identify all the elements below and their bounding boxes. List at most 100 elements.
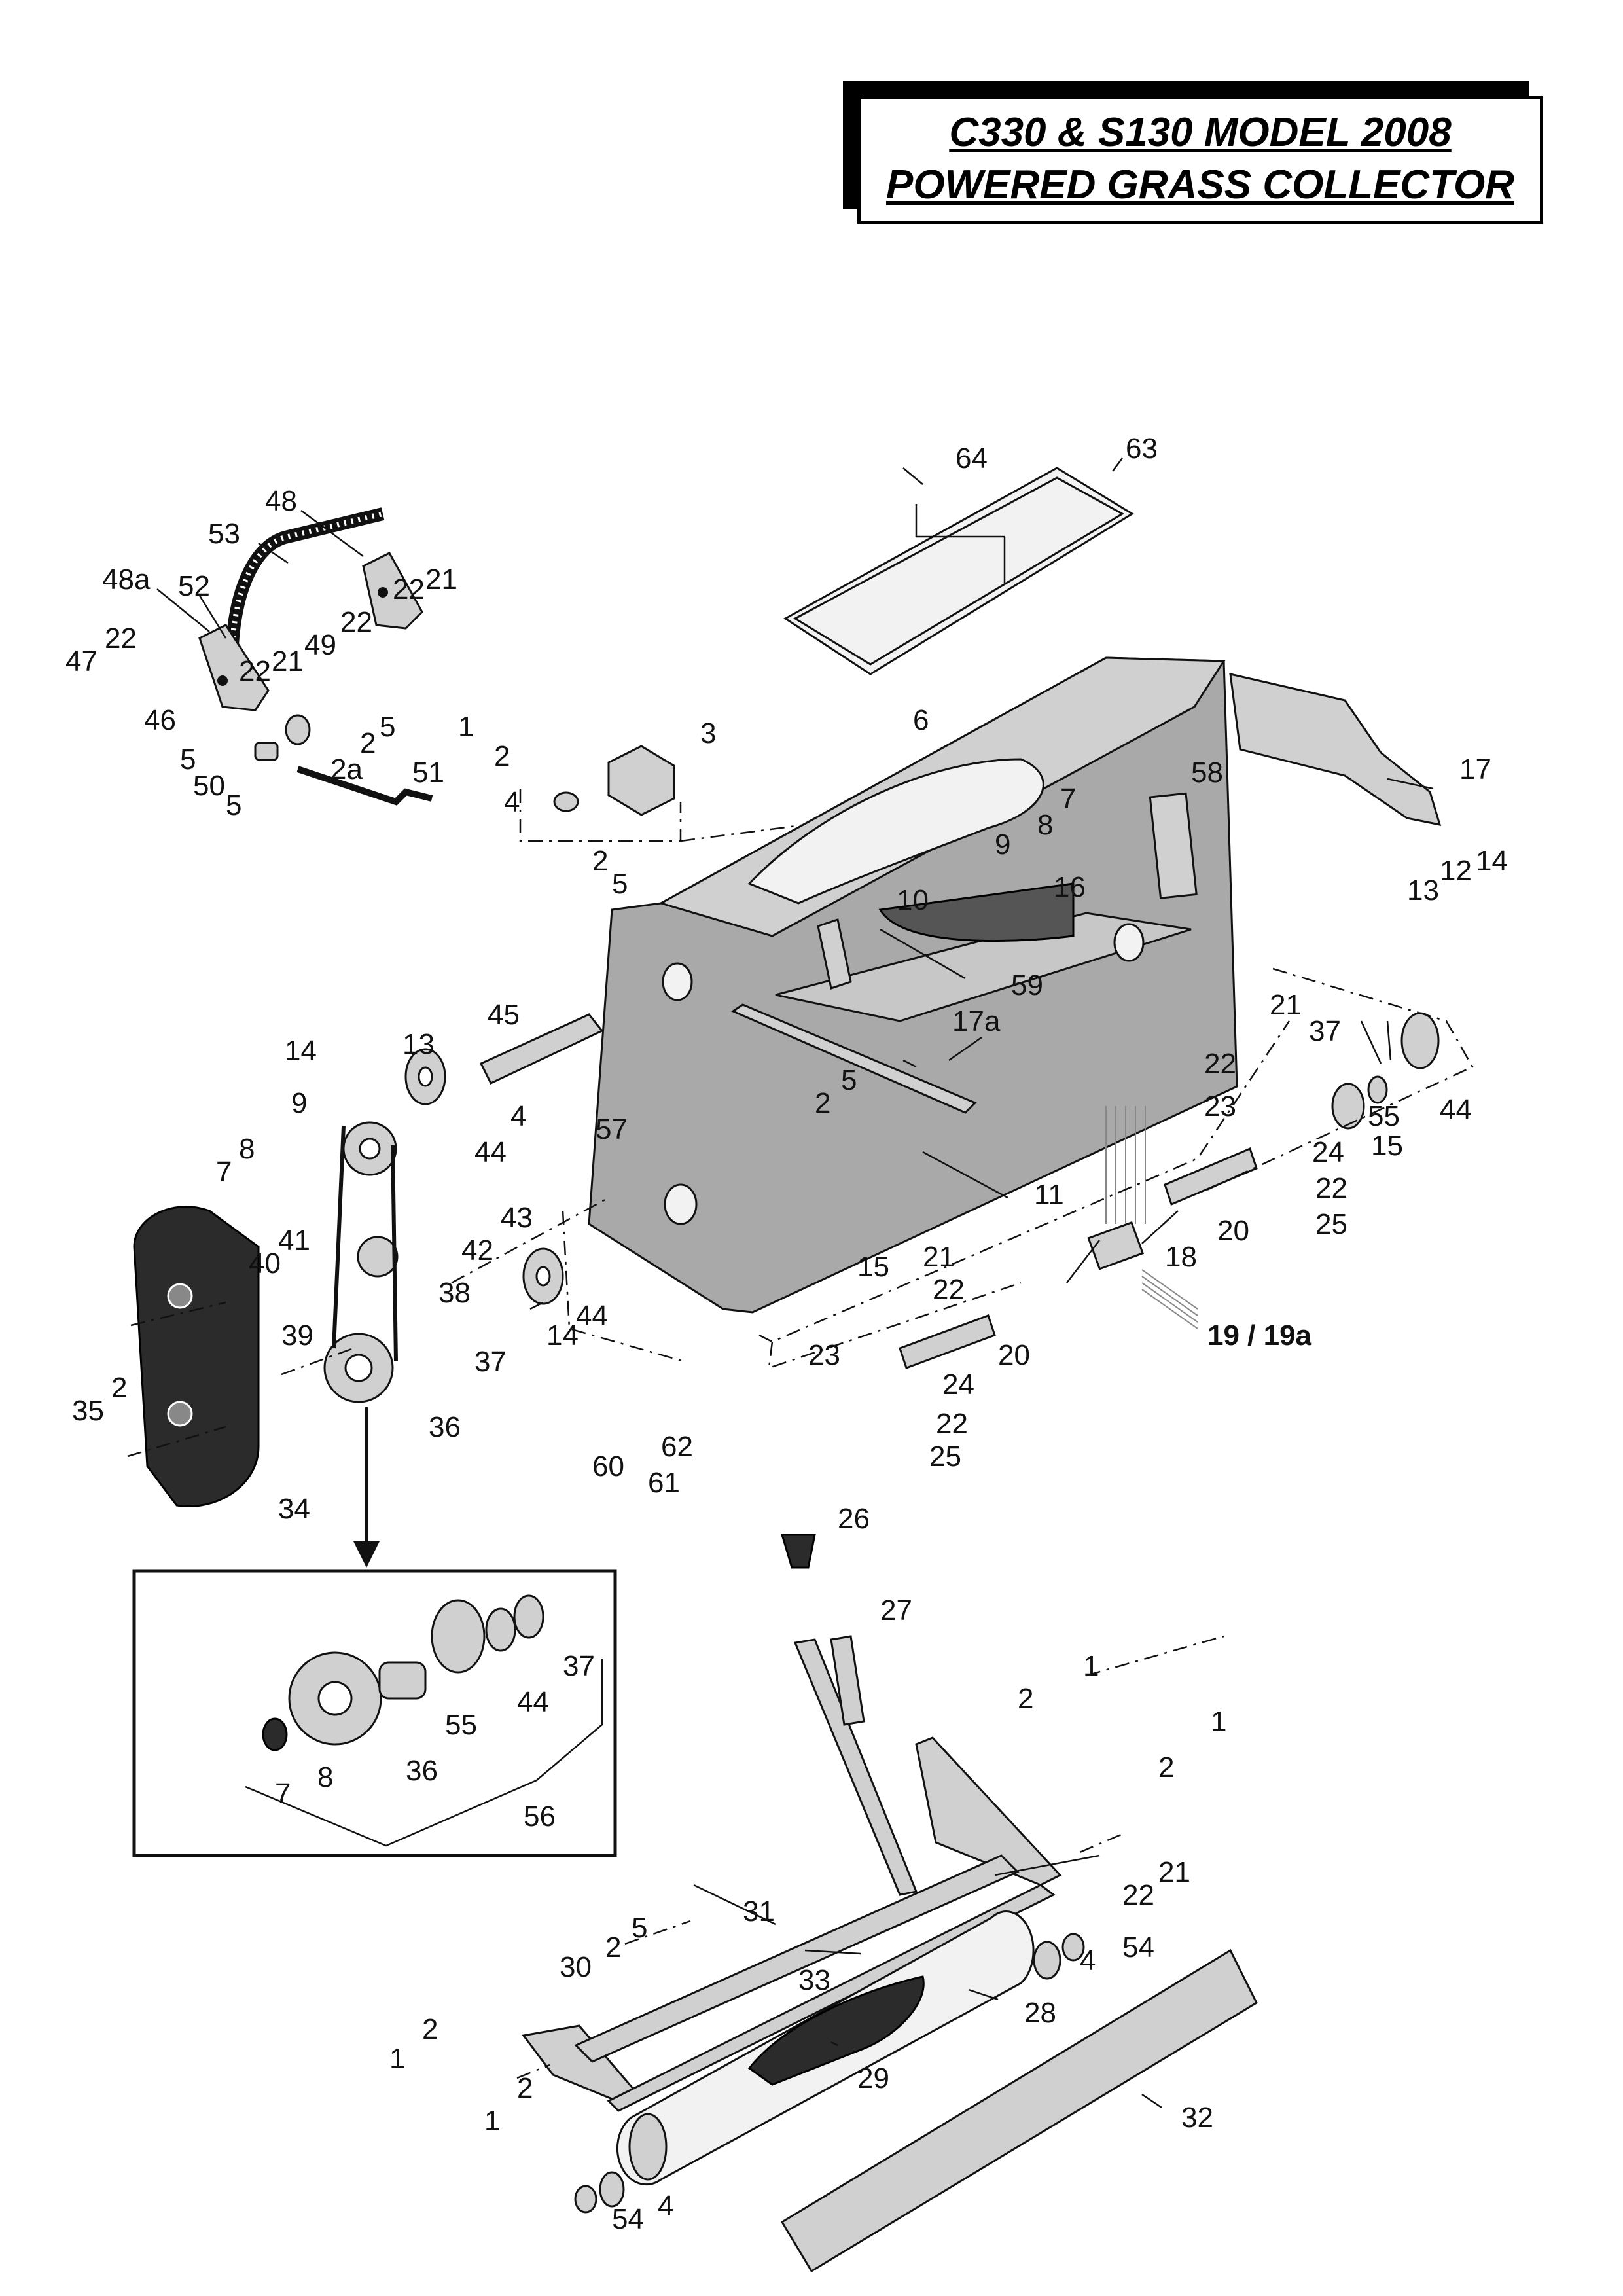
callout-64: 64: [955, 442, 988, 475]
part-end-washers: [574, 1933, 1085, 2214]
callout-23b: 23: [808, 1339, 840, 1371]
callout-31: 31: [743, 1895, 775, 1928]
callout-22c: 22: [239, 655, 271, 687]
callout-6: 6: [913, 704, 929, 736]
callout-44: 44: [1440, 1094, 1472, 1126]
callout-54b: 54: [612, 2203, 644, 2235]
callout-5b: 5: [180, 744, 196, 776]
callout-1c: 1: [1211, 1706, 1226, 1738]
part-bearing-15-37: [1331, 1075, 1388, 1130]
part-washer-2a: [285, 714, 311, 745]
callout-2f: 2: [592, 845, 608, 877]
part-pivot-50: [254, 742, 279, 761]
callout-60: 60: [592, 1450, 624, 1482]
callout-48a: 48a: [102, 564, 151, 596]
callout-4c: 4: [1080, 1945, 1096, 1977]
callout-19-19a: 19 / 19a: [1207, 1319, 1312, 1352]
callout-1d: 1: [389, 2043, 405, 2075]
callout-5d: 5: [612, 868, 628, 900]
callout-labels: 64 63 48 53 48a 52 22 21 22 47 22 21 49 …: [65, 433, 1508, 2235]
callout-28: 28: [1024, 1997, 1056, 2029]
callout-57: 57: [596, 1113, 628, 1145]
part-flange-44-a: [404, 1048, 446, 1105]
callout-22e: 22: [1204, 1048, 1236, 1080]
callout-23: 23: [1204, 1090, 1236, 1122]
callout-63: 63: [1126, 433, 1158, 465]
callout-36b: 36: [406, 1755, 438, 1787]
part-flange-44-b: [522, 1247, 564, 1305]
callout-17: 17: [1459, 753, 1491, 785]
part-side-plate-right: [915, 1736, 1062, 1886]
callout-10: 10: [897, 884, 929, 916]
callout-45: 45: [488, 999, 520, 1031]
callout-22i: 22: [1122, 1879, 1154, 1911]
part-flange-44-c: [1400, 1012, 1440, 1069]
callout-22h: 22: [936, 1408, 968, 1440]
callout-15: 15: [1371, 1130, 1403, 1162]
callout-40: 40: [249, 1247, 281, 1280]
callout-54: 54: [1122, 1931, 1154, 1964]
callout-22g: 22: [933, 1274, 965, 1306]
callout-12: 12: [1440, 855, 1472, 887]
callout-14b: 14: [285, 1035, 317, 1067]
callout-32: 32: [1181, 2102, 1213, 2134]
callout-48: 48: [265, 485, 297, 517]
part-handle-assembly: [198, 507, 423, 711]
callout-56: 56: [524, 1801, 556, 1833]
callout-52: 52: [178, 570, 210, 602]
callout-34: 34: [278, 1493, 310, 1525]
part-crank-51: [296, 766, 433, 806]
callout-26: 26: [838, 1503, 870, 1535]
part-rail-20: [899, 1147, 1258, 1369]
callout-51: 51: [412, 757, 444, 789]
callout-2a: 2a: [330, 753, 363, 785]
callout-41: 41: [278, 1225, 310, 1257]
part-bristles-19: [1105, 1106, 1198, 1329]
callout-58: 58: [1191, 757, 1223, 789]
callout-2h: 2: [111, 1372, 127, 1404]
callout-1e: 1: [484, 2105, 500, 2137]
callout-44c: 44: [576, 1300, 608, 1332]
part-bush-4a: [553, 791, 579, 812]
callout-5e: 5: [841, 1064, 857, 1096]
callout-49: 49: [304, 629, 336, 661]
callout-24b: 24: [942, 1369, 974, 1401]
detail-box: [132, 1569, 617, 1857]
callout-7b: 7: [216, 1156, 232, 1188]
callout-50: 50: [193, 770, 225, 802]
callout-39: 39: [281, 1319, 313, 1352]
callout-46: 46: [144, 704, 176, 736]
callout-15b: 15: [857, 1251, 889, 1283]
callout-42: 42: [461, 1234, 493, 1266]
callout-9: 9: [995, 829, 1010, 861]
part-brush-18: [1066, 1221, 1145, 1283]
callout-13: 13: [1407, 874, 1439, 906]
part-main-housing: [588, 656, 1442, 1314]
callout-2g: 2: [815, 1087, 830, 1119]
callout-16: 16: [1054, 871, 1086, 903]
callout-29: 29: [857, 2062, 889, 2094]
callout-55b: 55: [445, 1709, 477, 1741]
callout-1b: 1: [1083, 1650, 1099, 1682]
callout-2i: 2: [1018, 1683, 1033, 1715]
callout-25b: 25: [929, 1441, 961, 1473]
callout-25: 25: [1315, 1208, 1347, 1240]
callout-2k: 2: [605, 1931, 621, 1964]
callout-8: 8: [1037, 809, 1053, 841]
title-line-1: C330 & S130 MODEL 2008: [949, 110, 1452, 155]
callout-44b: 44: [474, 1136, 507, 1168]
callout-21b: 21: [272, 645, 304, 677]
callout-43: 43: [501, 1202, 533, 1234]
part-belt-drive: [323, 1121, 399, 1403]
callout-2j: 2: [1158, 1751, 1174, 1784]
callout-21: 21: [425, 564, 457, 596]
callout-47: 47: [65, 645, 98, 677]
title-box: C330 & S130 MODEL 2008 POWERED GRASS COL…: [857, 96, 1543, 224]
callout-24: 24: [1312, 1136, 1344, 1168]
part-belt-cover-34: [133, 1206, 260, 1507]
part-lever-27: [780, 1534, 918, 1896]
callout-37c: 37: [563, 1650, 595, 1682]
callout-8c: 8: [317, 1761, 333, 1793]
callout-7: 7: [1060, 783, 1076, 815]
